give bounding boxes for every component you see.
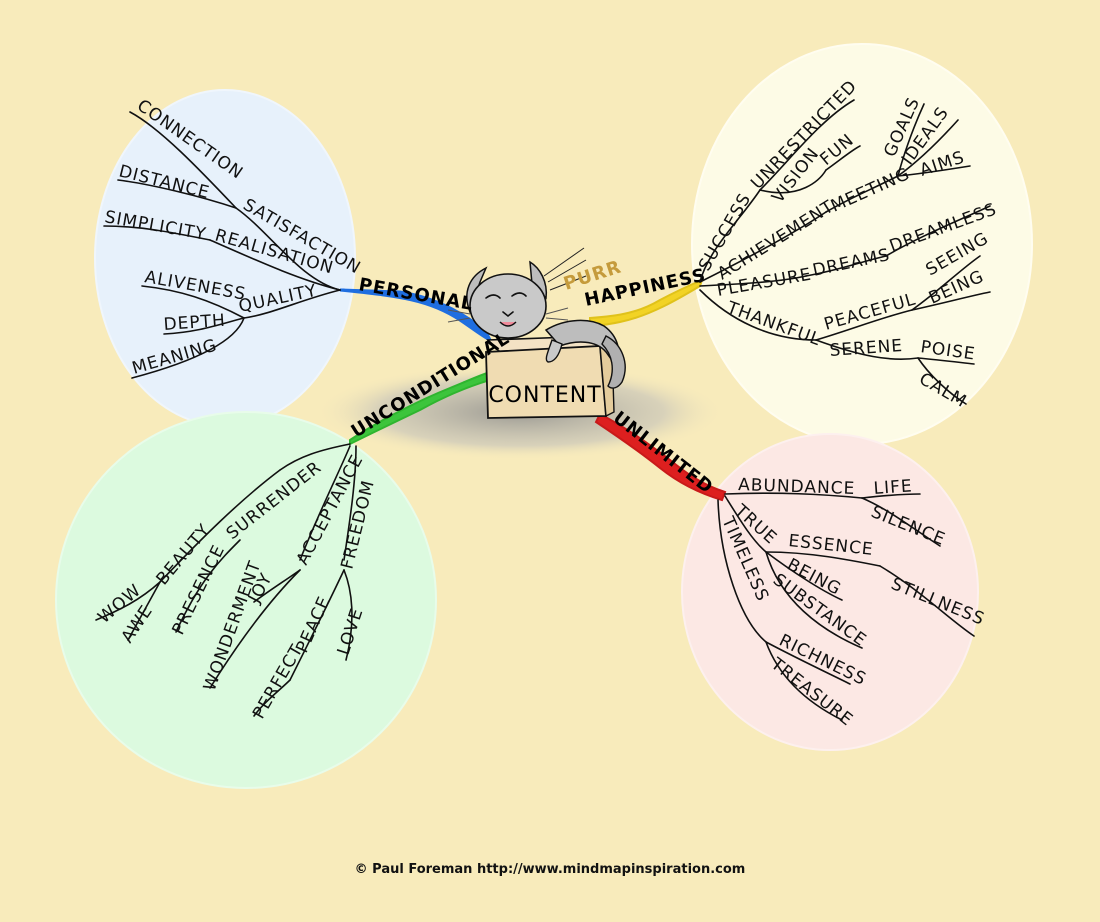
happiness-subtree	[699, 99, 991, 405]
unconditional-subtree	[95, 443, 357, 717]
unlimited-circle	[681, 433, 979, 751]
copyright-credit: © Paul Foreman http://www.mindmapinspira…	[354, 862, 746, 877]
word-life: LIFE	[873, 476, 913, 499]
personal-branch	[339, 288, 494, 344]
word-depth: DEPTH	[163, 311, 227, 335]
unlimited-branch	[594, 412, 727, 502]
word-abundance: ABUNDANCE	[738, 475, 856, 499]
unlimited-subtree	[717, 492, 975, 721]
unconditional-circle	[55, 411, 437, 789]
branch-label-personal: PERSONAL	[357, 274, 475, 315]
personal-subtree	[103, 111, 341, 379]
central-topic: CONTENT	[488, 383, 601, 408]
cat-illustration	[447, 247, 626, 389]
